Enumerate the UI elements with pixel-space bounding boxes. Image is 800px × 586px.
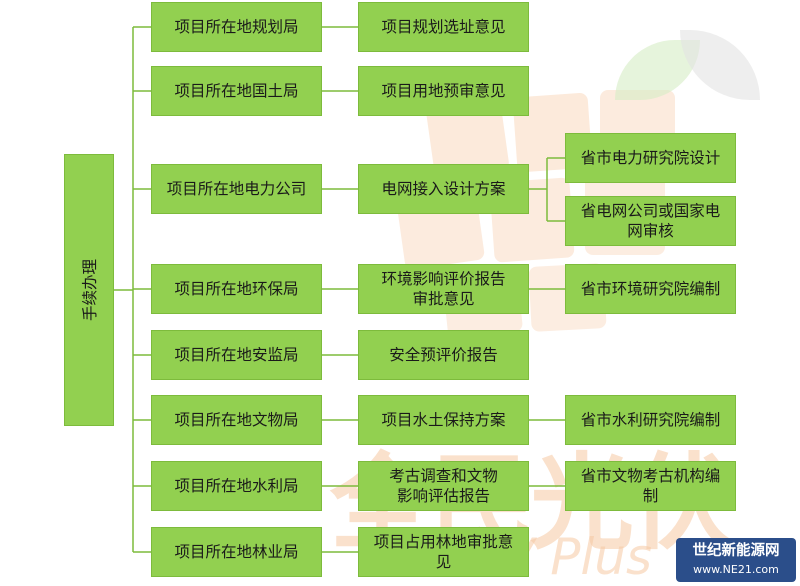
- department-node: 项目所在地电力公司: [151, 164, 322, 214]
- connector-line: [529, 288, 565, 487]
- connector-line: [322, 26, 358, 553]
- root-label: 手续办理: [81, 258, 100, 322]
- preparer-node: 省市电力研究院设计: [565, 133, 736, 183]
- preparer-node: 省市水利研究院编制: [565, 395, 736, 445]
- department-node: 项目所在地水利局: [151, 461, 322, 511]
- preparer-node: 省电网公司或国家电 网审核: [565, 196, 736, 246]
- connector-line: [133, 26, 151, 553]
- document-node: 电网接入设计方案: [358, 164, 529, 214]
- connector-line: [529, 157, 565, 222]
- department-node: 项目所在地林业局: [151, 527, 322, 577]
- preparer-node: 省市环境研究院编制: [565, 264, 736, 314]
- site-badge[interactable]: 世纪新能源网 www.NE21.com: [676, 538, 796, 582]
- department-node: 项目所在地环保局: [151, 264, 322, 314]
- document-node: 环境影响评价报告 审批意见: [358, 264, 529, 314]
- document-node: 考古调查和文物 影响评估报告: [358, 461, 529, 511]
- document-node: 安全预评价报告: [358, 330, 529, 380]
- root-box: 手续办理: [64, 154, 114, 426]
- document-node: 项目用地预审意见: [358, 66, 529, 116]
- badge-title: 世纪新能源网: [692, 543, 780, 559]
- department-node: 项目所在地安监局: [151, 330, 322, 380]
- department-node: 项目所在地文物局: [151, 395, 322, 445]
- document-node: 项目规划选址意见: [358, 2, 529, 52]
- department-node: 项目所在地规划局: [151, 2, 322, 52]
- badge-url: www.NE21.com: [693, 563, 779, 576]
- document-node: 项目占用林地审批意 见: [358, 527, 529, 577]
- department-node: 项目所在地国土局: [151, 66, 322, 116]
- document-node: 项目水土保持方案: [358, 395, 529, 445]
- preparer-node: 省市文物考古机构编 制: [565, 461, 736, 511]
